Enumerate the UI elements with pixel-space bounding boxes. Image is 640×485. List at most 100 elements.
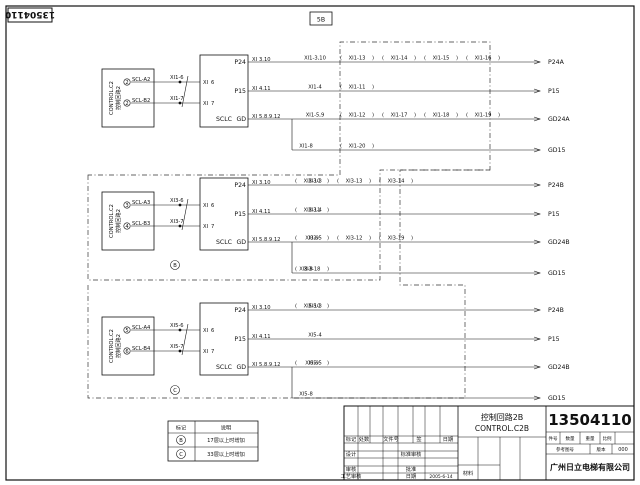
wire-ref: XI3-12 xyxy=(346,236,363,242)
sclc-name: SCLC xyxy=(216,116,232,123)
svg-text:(: ( xyxy=(340,56,342,62)
drawing-number-stamp: 13504110 xyxy=(5,7,55,23)
tb-material: 材料 xyxy=(463,469,473,477)
svg-text:): ) xyxy=(456,56,458,62)
legend-table: 标记 说明 B 17层以上时增加 C 33层以上时增加 xyxy=(167,420,259,462)
wire-ref: XI5-9 xyxy=(305,361,319,367)
xi-bottom-label: XI1-7 xyxy=(170,96,184,102)
svg-text:): ) xyxy=(414,56,416,62)
boundary-section-c xyxy=(87,169,490,399)
tb-row-review: 审核 xyxy=(346,465,356,473)
svg-text:(: ( xyxy=(337,179,339,185)
sclc-terminal: P24 xyxy=(234,182,246,189)
terminal-xi: XI xyxy=(252,114,258,120)
svg-text:(: ( xyxy=(295,236,297,242)
terminal-xi: XI xyxy=(252,86,258,92)
svg-text:): ) xyxy=(369,179,371,185)
wire-output-label: P15 xyxy=(548,88,560,95)
wire-output-label: P24B xyxy=(548,182,564,189)
sclc-terminal: GD xyxy=(236,116,246,123)
svg-text:): ) xyxy=(372,85,374,91)
svg-text:(: ( xyxy=(466,113,468,119)
terminal-xi: XI xyxy=(252,305,258,311)
svg-text:(: ( xyxy=(295,361,297,367)
wire-arrow xyxy=(533,307,541,313)
terminal-pins: 3.10 xyxy=(259,305,271,311)
wire-arrow xyxy=(533,364,541,370)
svg-text:): ) xyxy=(414,113,416,119)
wire-output-label: P24B xyxy=(548,307,564,314)
section-mark: B xyxy=(173,263,177,269)
legend-header-mark: 标记 xyxy=(176,424,186,432)
tb-hdr-part: 件号 xyxy=(549,435,558,442)
wire-label: XI1-4 xyxy=(308,85,322,91)
sclc-name: SCLC xyxy=(216,239,232,246)
wire-ref: XI3-14 xyxy=(388,179,406,185)
wire-arrow xyxy=(533,182,541,188)
wire-ref: XI5-10 xyxy=(304,304,321,310)
connector-block-label-cn: 控制回路2 xyxy=(114,209,122,233)
wire-ref: XI1-15 xyxy=(433,56,450,62)
svg-text:(: ( xyxy=(340,113,342,119)
wire-label: XI3-3 xyxy=(308,179,322,185)
svg-text:(: ( xyxy=(340,85,342,91)
wire-ref: XI1-19 xyxy=(475,113,492,119)
twisted-pair-mark xyxy=(181,75,189,108)
sclc-terminal: P24 xyxy=(234,59,246,66)
svg-text:(: ( xyxy=(337,236,339,242)
tb-col-sign: 签 xyxy=(416,435,421,443)
pin-circle-top-number: 5 xyxy=(125,328,128,334)
wire-label: XI5-8 xyxy=(299,392,313,398)
wire-label: XI3-4 xyxy=(308,208,322,214)
wire-label: XI3-5 xyxy=(308,236,322,242)
wire-output-label: GD24B xyxy=(548,364,570,371)
section-mark: C xyxy=(173,388,177,394)
sclc-xi-top: XI xyxy=(203,80,209,86)
tb-sheet-label: 版本 xyxy=(597,446,606,453)
wire-ref: XI3-18 xyxy=(304,267,321,273)
wire-output-label: GD15 xyxy=(548,270,565,277)
svg-text:): ) xyxy=(327,267,329,273)
svg-text:): ) xyxy=(327,179,329,185)
sclc-terminal: GD xyxy=(236,364,246,371)
wire-output-label: P24A xyxy=(548,59,565,66)
terminal-xi: XI xyxy=(252,334,258,340)
svg-text:): ) xyxy=(369,236,371,242)
wire-label: XI5-5 xyxy=(308,361,322,367)
svg-text:): ) xyxy=(498,113,500,119)
sclc-xi-bottom: XI xyxy=(203,101,209,107)
svg-text:(: ( xyxy=(379,179,381,185)
title-cn: 控制回路2B xyxy=(481,412,524,422)
connector-block-label-cn: 控制回路2 xyxy=(114,334,122,358)
tb-hdr-scale: 比例 xyxy=(603,435,612,442)
scl-top-label: SCL-A2 xyxy=(132,77,150,83)
svg-text:(: ( xyxy=(295,208,297,214)
section-mark-circle xyxy=(170,385,180,395)
sclc-name: SCLC xyxy=(216,364,232,371)
sclc-pin-7: 7 xyxy=(211,224,214,230)
sclc-terminal: P24 xyxy=(234,307,246,314)
terminal-xi: XI xyxy=(252,362,258,368)
pin-circle-top-number: 2 xyxy=(125,80,128,86)
wire-arrow xyxy=(533,116,541,122)
terminal-xi: XI xyxy=(252,180,258,186)
tb-ref-label: 参考图号 xyxy=(556,446,574,453)
title-drawing-number: 13504110 xyxy=(548,411,632,429)
svg-text:(: ( xyxy=(466,56,468,62)
pin-circle-top-number: 3 xyxy=(125,203,128,209)
connector-block-label: CONTROL.C2 xyxy=(109,329,115,363)
svg-text:(: ( xyxy=(340,144,342,150)
wire-arrow xyxy=(533,59,541,65)
wire-arrow xyxy=(533,395,541,401)
legend-row-2-desc: 33层以上时增加 xyxy=(207,450,245,458)
wire-output-label: GD15 xyxy=(548,395,565,402)
pin-circle-top xyxy=(123,201,131,209)
sheet-tag-box xyxy=(309,11,333,26)
pin-circle-bottom xyxy=(123,347,131,355)
connector-block-label: CONTROL.C2 xyxy=(109,204,115,238)
wire-ref: XI3-9 xyxy=(305,236,319,242)
sheet-border xyxy=(5,5,635,481)
wire-ref: XI1-14 xyxy=(391,56,409,62)
wire-output-label: GD15 xyxy=(548,147,565,154)
